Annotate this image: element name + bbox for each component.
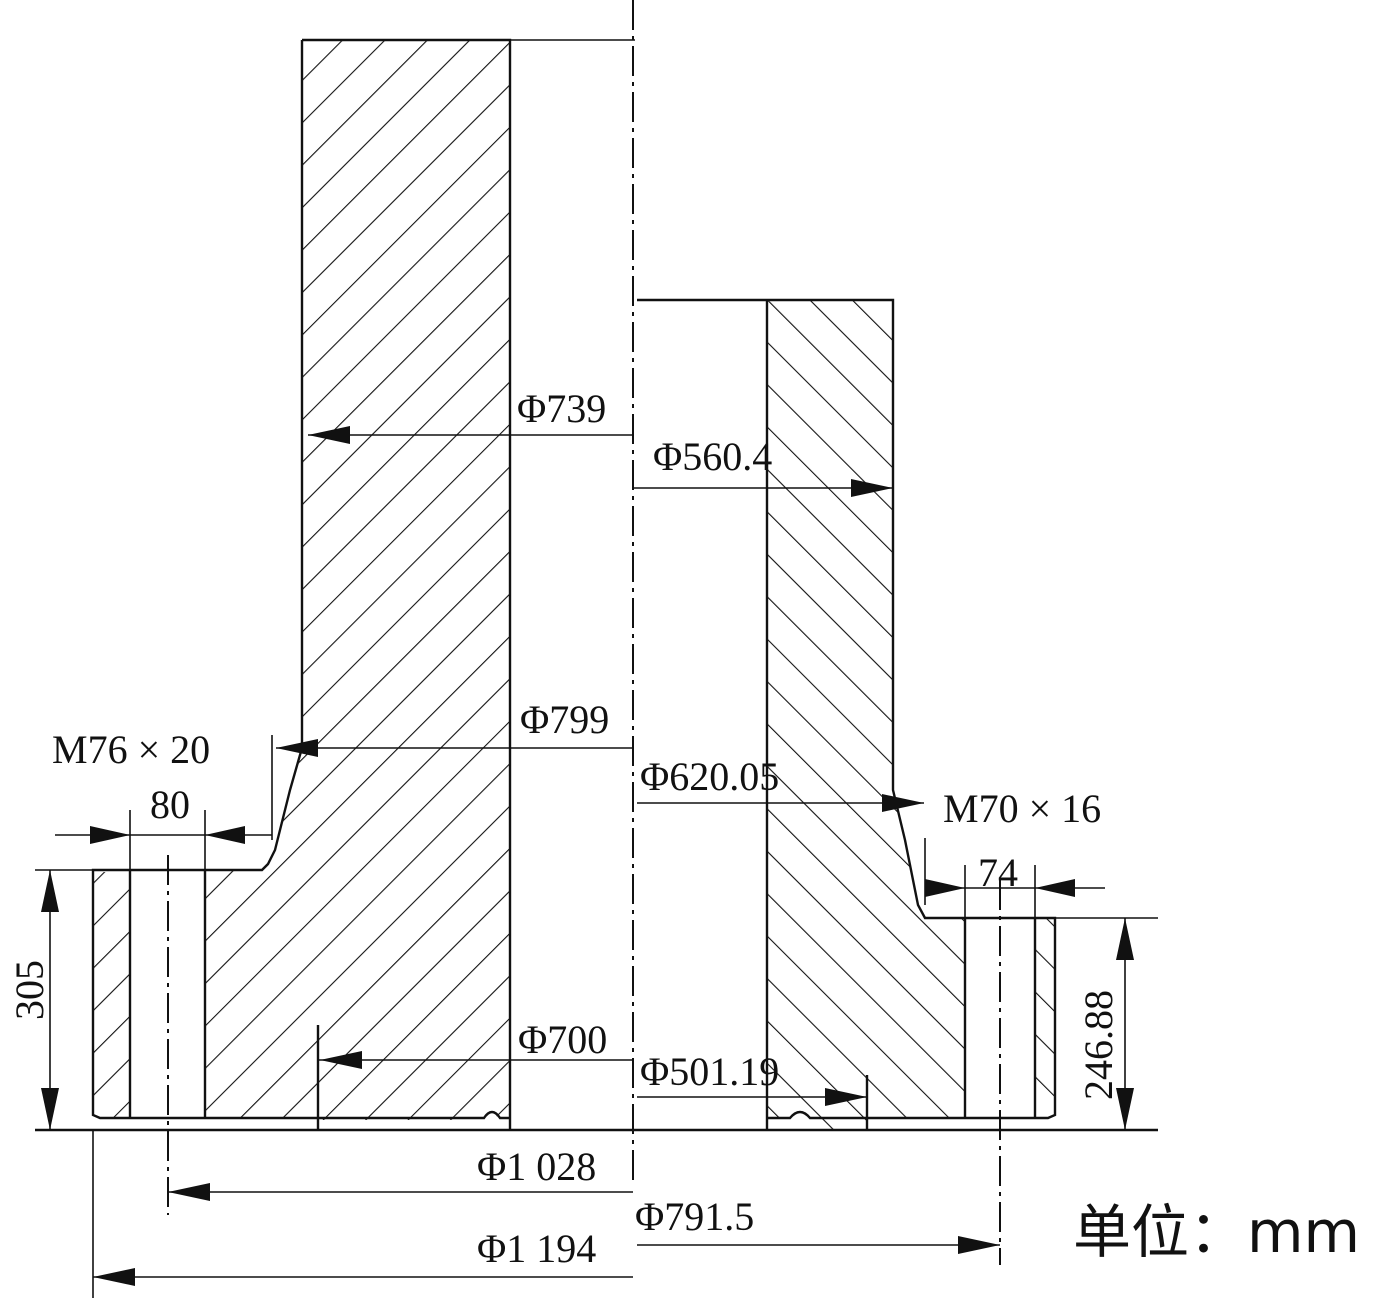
label-thread-left: M76 × 20	[52, 727, 210, 772]
left-part-section	[91, 38, 635, 1130]
label-d799: Φ799	[520, 697, 609, 742]
label-w74: 74	[978, 850, 1018, 895]
label-d501: Φ501.19	[640, 1049, 779, 1094]
label-d560: Φ560.4	[653, 434, 772, 479]
label-d1028: Φ1 028	[477, 1144, 596, 1189]
right-part-outline	[637, 298, 1057, 1130]
label-d700: Φ700	[518, 1017, 607, 1062]
label-w80: 80	[150, 782, 190, 827]
label-d791: Φ791.5	[635, 1194, 754, 1239]
label-h246: 246.88	[1076, 990, 1121, 1100]
label-d1194: Φ1 194	[477, 1226, 596, 1271]
label-d620: Φ620.05	[640, 754, 779, 799]
unit-label: 单位：mm	[1073, 1198, 1360, 1266]
left-shaft-hatch	[205, 40, 510, 1120]
label-h305: 305	[7, 960, 52, 1020]
right-sleeve-hatch	[767, 300, 965, 1130]
right-flange-hatch	[1035, 918, 1055, 1118]
label-d739: Φ739	[517, 386, 606, 431]
right-part-section	[637, 298, 1057, 1130]
label-thread-right: M70 × 16	[943, 786, 1101, 831]
left-flange-hatch	[93, 872, 130, 1118]
dimension-lines	[41, 426, 1134, 1286]
